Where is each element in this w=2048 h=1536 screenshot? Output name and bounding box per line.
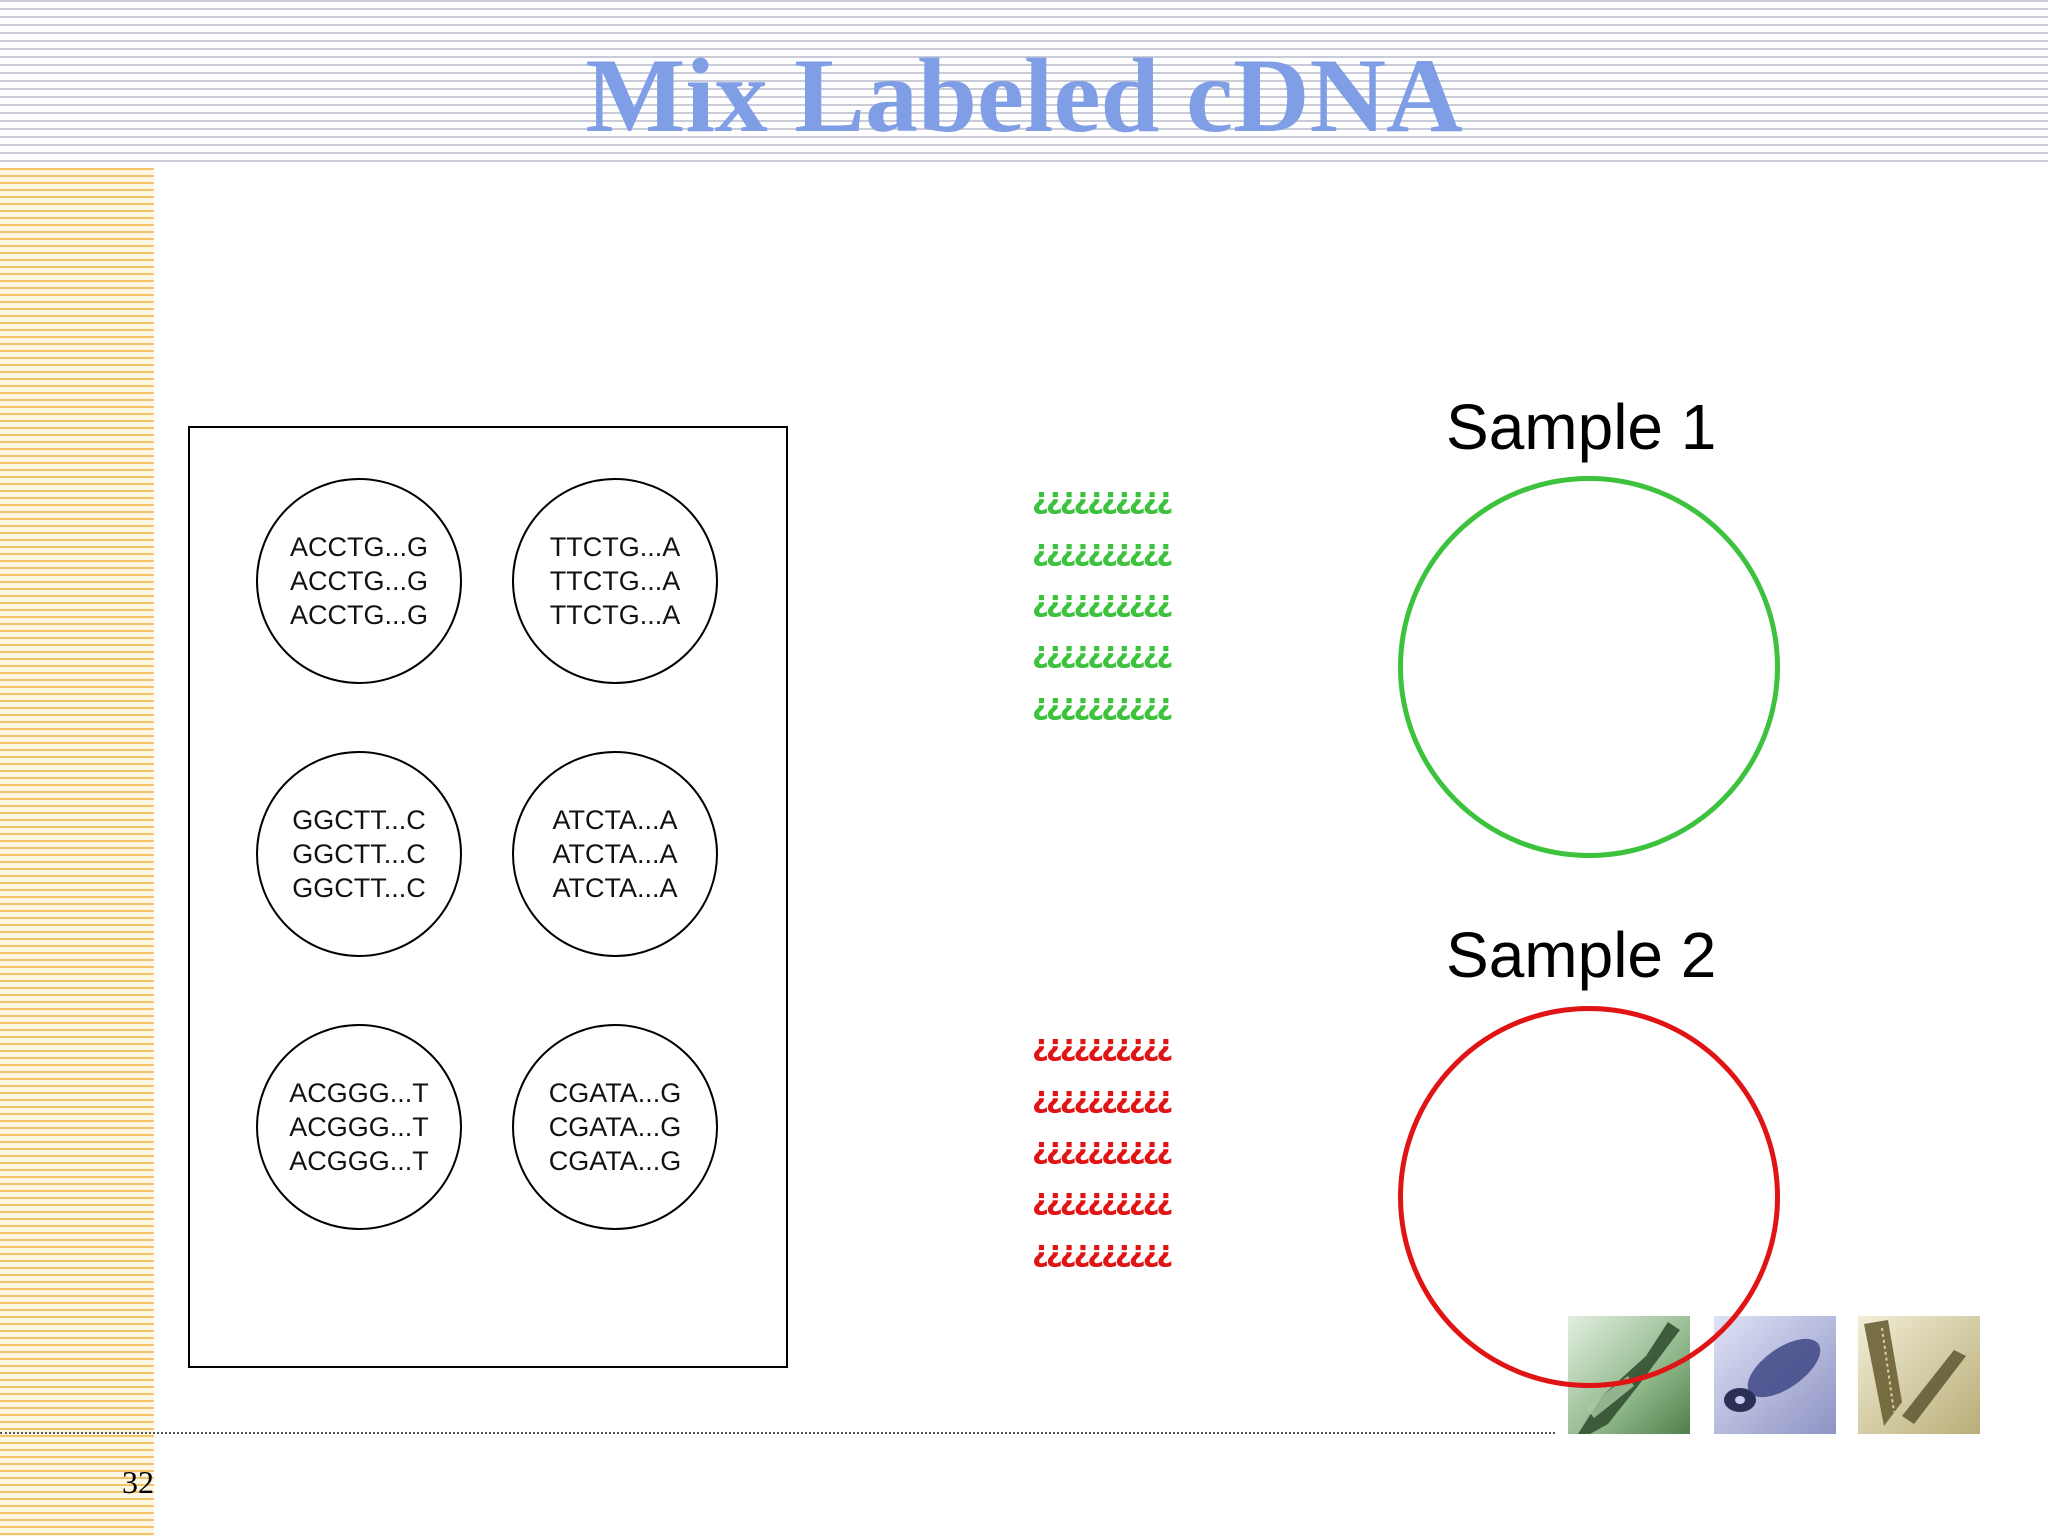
labeled-cdna-row: ¿¿¿¿¿¿¿¿¿¿	[1032, 533, 1173, 567]
spot-sequence: ATCTA...A	[552, 839, 678, 869]
spot-sequence: CGATA...G	[548, 1146, 682, 1176]
spot-sequence: CGATA...G	[548, 1112, 682, 1142]
spot-sequence: ACCTG...G	[289, 600, 428, 630]
spot-sequence: ACGGG...T	[289, 1078, 429, 1108]
labeled-cdna-row: ¿¿¿¿¿¿¿¿¿¿	[1032, 1234, 1173, 1268]
spot-sequence: TTCTG...A	[549, 600, 681, 630]
array-spot: TTCTG...A TTCTG...A TTCTG...A	[512, 478, 718, 684]
slide-title: Mix Labeled cDNA	[585, 37, 1463, 154]
labeled-cdna-row: ¿¿¿¿¿¿¿¿¿¿	[1032, 687, 1173, 721]
spot-sequence: GGCTT...C	[292, 805, 426, 835]
array-spot: ACGGG...T ACGGG...T ACGGG...T	[256, 1024, 462, 1230]
spot-sequence: TTCTG...A	[549, 566, 681, 596]
labeled-cdna-row: ¿¿¿¿¿¿¿¿¿¿	[1032, 584, 1173, 618]
header-stripes	[0, 0, 2048, 168]
footer-divider	[0, 1432, 1555, 1434]
spot-sequence: TTCTG...A	[549, 532, 681, 562]
spot-sequence: ACCTG...G	[289, 566, 428, 596]
spot-sequence: ACCTG...G	[289, 532, 428, 562]
sample1-circle	[1398, 476, 1780, 858]
labeled-cdna-row: ¿¿¿¿¿¿¿¿¿¿	[1032, 481, 1173, 515]
spot-sequence: ATCTA...A	[552, 873, 678, 903]
labeled-cdna-row: ¿¿¿¿¿¿¿¿¿¿	[1032, 1182, 1173, 1216]
labeled-cdna-row: ¿¿¿¿¿¿¿¿¿¿	[1032, 1028, 1173, 1062]
array-spot: ATCTA...A ATCTA...A ATCTA...A	[512, 751, 718, 957]
spot-sequence: ACGGG...T	[289, 1112, 429, 1142]
array-spot: GGCTT...C GGCTT...C GGCTT...C	[256, 751, 462, 957]
spot-sequence: ATCTA...A	[552, 805, 678, 835]
sample2-label: Sample 2	[1446, 919, 1717, 991]
spot-sequence: GGCTT...C	[292, 839, 426, 869]
labeled-cdna-row: ¿¿¿¿¿¿¿¿¿¿	[1032, 635, 1173, 669]
tool-thumbnail	[1858, 1316, 1980, 1434]
labeled-cdna-row: ¿¿¿¿¿¿¿¿¿¿	[1032, 1131, 1173, 1165]
array-spot: CGATA...G CGATA...G CGATA...G	[512, 1024, 718, 1230]
microarray-slide: ACCTG...G ACCTG...G ACCTG...G TTCTG...A …	[188, 426, 788, 1368]
disc-thumbnail	[1714, 1316, 1836, 1434]
sample2-circle	[1398, 1006, 1780, 1388]
sample1-label: Sample 1	[1446, 391, 1717, 463]
labeled-cdna-row: ¿¿¿¿¿¿¿¿¿¿	[1032, 1080, 1173, 1114]
spot-sequence: CGATA...G	[548, 1078, 682, 1108]
array-spot: ACCTG...G ACCTG...G ACCTG...G	[256, 478, 462, 684]
spot-sequence: GGCTT...C	[292, 873, 426, 903]
spot-sequence: ACGGG...T	[289, 1146, 429, 1176]
page-number: 32	[122, 1464, 154, 1500]
side-stripes	[0, 168, 154, 1536]
